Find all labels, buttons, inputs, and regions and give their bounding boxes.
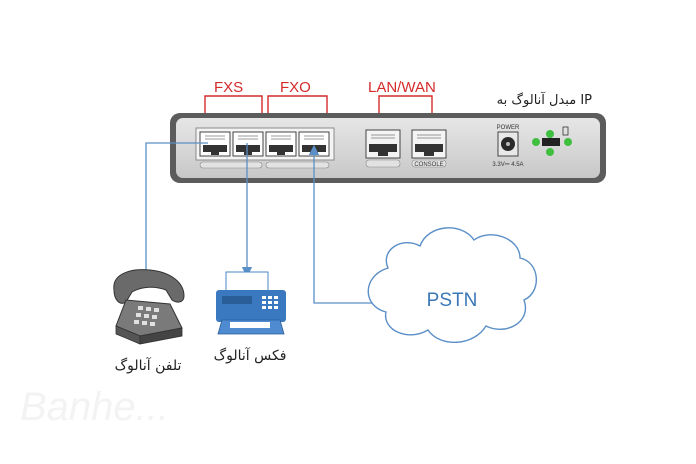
lan-wan-group: LAN/WAN — [368, 79, 436, 124]
pstn-label: PSTN — [427, 290, 478, 311]
console-label: CONSOLE — [414, 162, 443, 168]
pstn-line — [308, 144, 378, 304]
power-jack: POWER 3.3V⎓ 4.5A — [492, 125, 523, 168]
analog-phone-caption: تلفن آنالوگ — [115, 356, 182, 374]
cloud-icon: PSTN — [367, 227, 538, 344]
power-spec: 3.3V⎓ 4.5A — [492, 162, 523, 168]
fax-icon — [216, 271, 286, 335]
fxo-port-1 — [265, 131, 297, 157]
fxs-group: FXS — [204, 79, 263, 124]
device-title: مبدل آنالوگ به IP — [497, 91, 592, 108]
fxo-label: FXO — [280, 79, 311, 96]
fxo-group: FXO — [267, 79, 328, 124]
analog-fax-caption: فکس آنالوگ — [214, 346, 287, 364]
fxs-label: FXS — [214, 79, 243, 96]
connection-lines — [140, 142, 378, 304]
watermark: Banhe... — [20, 385, 169, 429]
status-leds — [532, 126, 572, 156]
telephone-icon — [113, 269, 185, 345]
wan-console-port: CONSOLE — [411, 129, 447, 168]
gateway-device: CONSOLE POWER 3.3V⎓ 4.5A — [170, 113, 606, 183]
power-label: POWER — [497, 125, 520, 131]
fxs-port-1 — [199, 131, 231, 157]
lan-wan-label: LAN/WAN — [368, 79, 436, 96]
lan-port — [365, 129, 401, 168]
fxs-port-2 — [232, 131, 264, 157]
phone-line — [140, 142, 208, 282]
